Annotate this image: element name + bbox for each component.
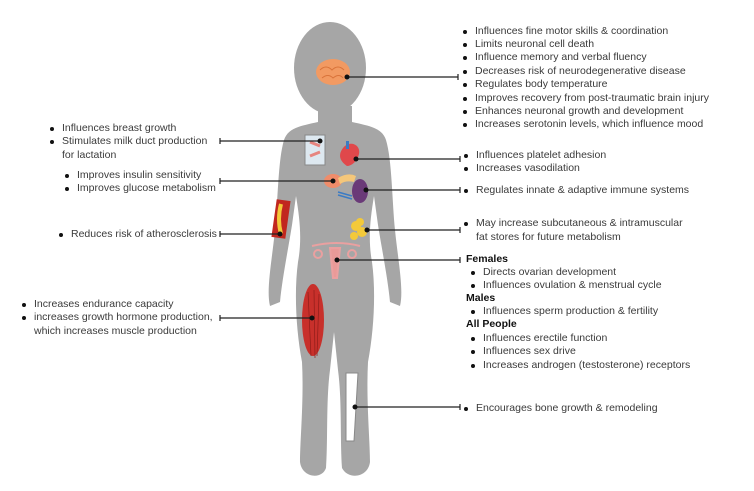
list-item: Stimulates milk duct production [49, 135, 208, 147]
list-item: Influences platelet adhesion [463, 149, 607, 161]
list-item: Reduces risk of atherosclerosis [59, 228, 217, 240]
list-item: Decreases risk of neurodegenerative dise… [463, 65, 686, 77]
males-heading: Males [466, 292, 496, 304]
list-item: Regulates innate & adaptive immune syste… [463, 184, 690, 196]
list-item: Increases androgen (testosterone) recept… [470, 359, 691, 371]
list-item: Influences sperm production & fertility [470, 305, 659, 317]
list-item: Improves insulin sensitivity [64, 169, 202, 181]
connector-dots [277, 74, 370, 410]
list-item: Influence memory and verbal fluency [463, 51, 647, 63]
list-item: Directs ovarian development [470, 266, 617, 278]
list-item-continuation: fat stores for future metabolism [476, 231, 621, 243]
list-item: Increases serotonin levels, which influe… [462, 118, 704, 130]
uterus-icon [311, 242, 361, 279]
bone-icon [345, 372, 359, 442]
spleen-icon [337, 179, 368, 203]
artery-icon [271, 199, 291, 239]
brain-icon [316, 59, 350, 85]
list-item: Influences ovulation & menstrual cycle [471, 279, 662, 291]
list-item-continuation: which increases muscle production [34, 325, 197, 337]
list-item: Improves glucose metabolism [65, 182, 216, 194]
list-item: Influences erectile function [470, 332, 608, 344]
list-item: Enhances neuronal growth and development [462, 105, 684, 117]
list-item: Influences breast growth [49, 122, 177, 134]
list-item: Influences sex drive [471, 345, 576, 357]
all-people-heading: All People [466, 318, 517, 330]
list-item: Encourages bone growth & remodeling [464, 402, 658, 414]
list-item: Increases endurance capacity [22, 298, 174, 310]
list-item: Improves recovery from post-traumatic br… [463, 92, 709, 104]
list-item: increases growth hormone production, [22, 311, 213, 323]
list-item-continuation: for lactation [62, 149, 117, 161]
list-item: May increase subcutaneous & intramuscula… [464, 217, 683, 229]
females-heading: Females [466, 253, 509, 265]
list-item: Influences fine motor skills & coordinat… [462, 25, 669, 37]
list-item: Limits neuronal cell death [462, 38, 595, 50]
connector-lines [219, 74, 461, 410]
fat-cells-icon [350, 218, 367, 240]
list-item: Increases vasodilation [464, 162, 580, 174]
list-item: Regulates body temperature [463, 78, 608, 90]
